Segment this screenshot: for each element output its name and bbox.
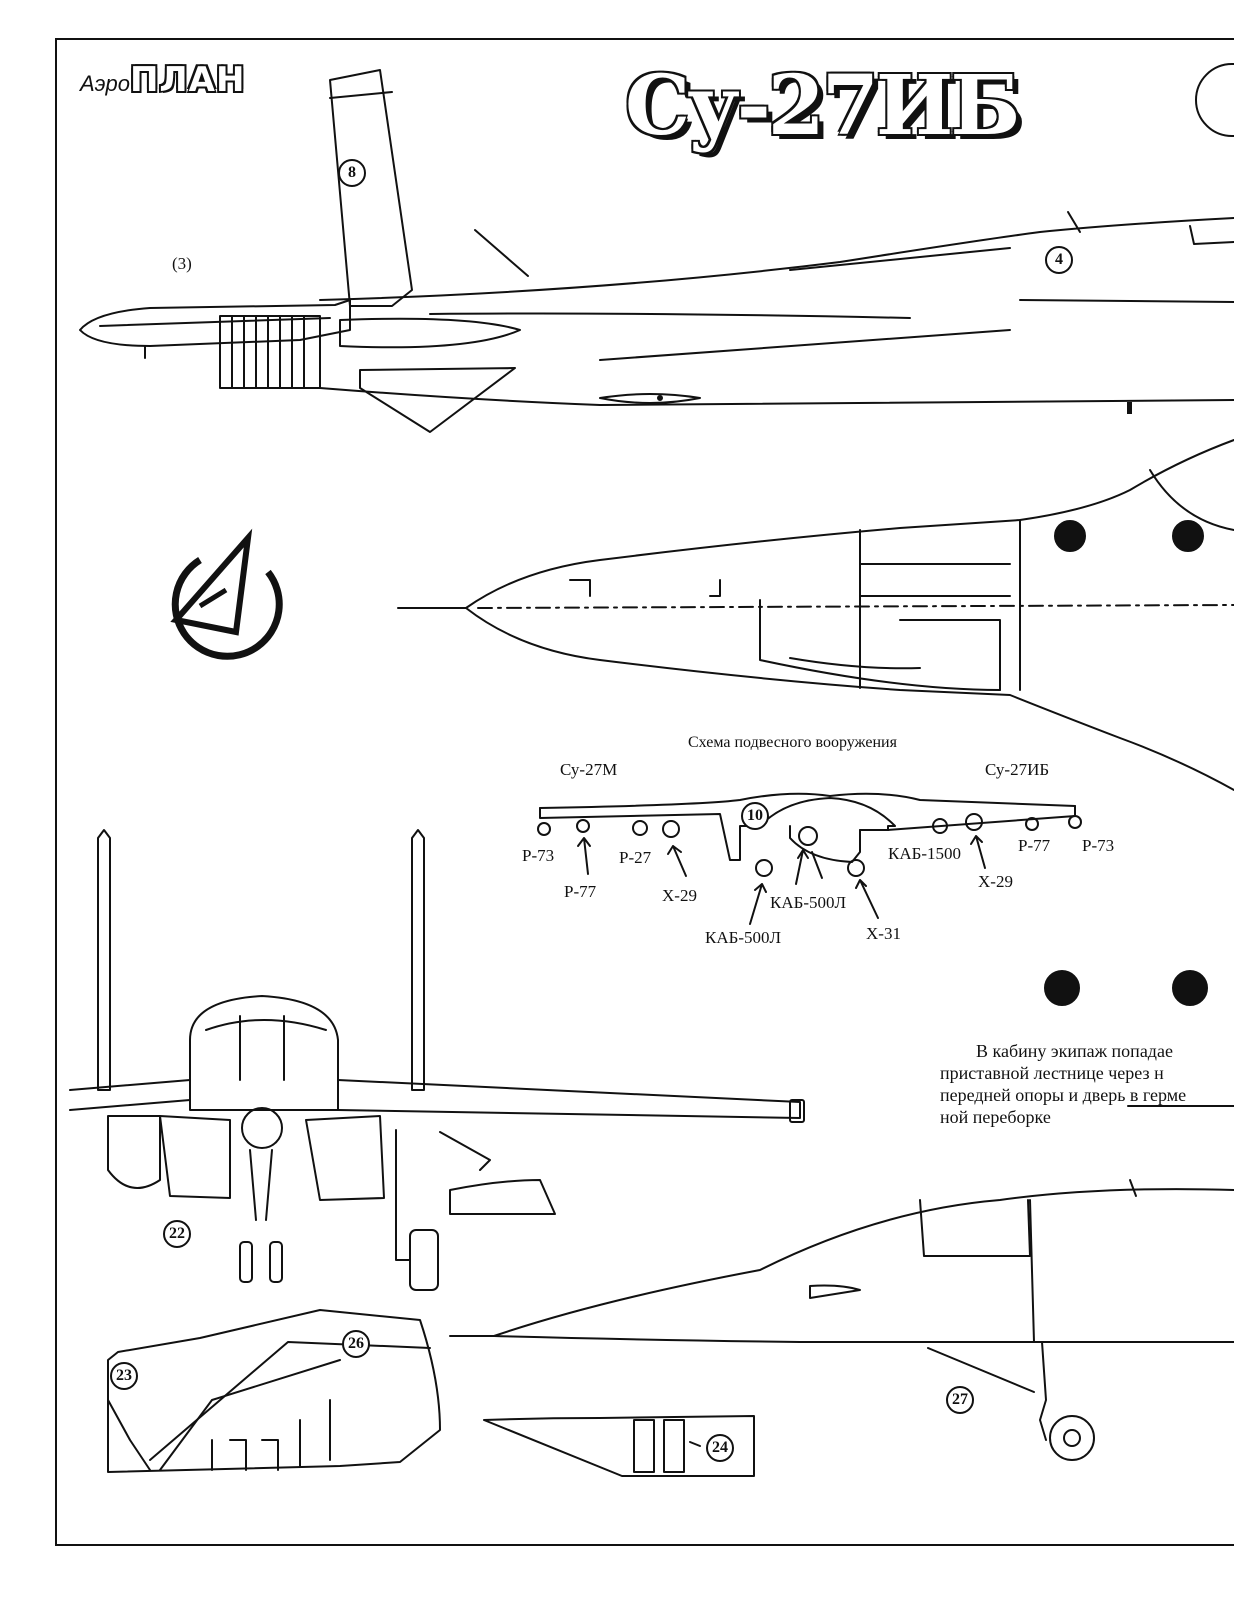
logo-name: ПЛАН — [129, 60, 246, 100]
weapon-label: Р-27 — [619, 848, 652, 867]
marking-dot-2 — [1172, 520, 1204, 552]
marking-dot-1 — [1054, 520, 1086, 552]
weapon-label: КАБ-500Л — [770, 893, 847, 912]
callout-4: 4 — [1045, 246, 1073, 274]
drawing-frame — [55, 38, 1234, 1546]
side-view-nose — [449, 1179, 1234, 1461]
callout-23: 23 — [110, 1362, 138, 1390]
caption-line: ной переборке — [940, 1107, 1051, 1127]
weapon-label: КАБ-1500 — [888, 844, 962, 863]
plan-view-nose — [397, 439, 1234, 791]
aeroplan-logo: АэроПЛАН — [80, 60, 245, 100]
page-title: Су-27ИБ — [625, 58, 1020, 154]
weapon-label: Х-31 — [866, 924, 901, 943]
weapon-label: Р-77 — [564, 882, 597, 901]
weapon-label: КАБ-500Л — [705, 928, 782, 947]
callout-27: 27 — [946, 1386, 974, 1414]
detail-24 — [483, 1415, 755, 1477]
weapon-label: Х-29 — [978, 872, 1013, 891]
variant-right-label: Су-27ИБ — [985, 760, 1050, 779]
caption-line: передней опоры и дверь в герме — [940, 1085, 1187, 1105]
callout-3: (3) — [172, 254, 192, 273]
callout-24: 24 — [706, 1434, 734, 1462]
caption-line: В кабину экипаж попадае — [976, 1041, 1173, 1061]
detail-23-26 — [107, 1309, 441, 1473]
caption-line: приставной лестнице через н — [940, 1063, 1164, 1083]
weapon-label: Х-29 — [662, 886, 697, 905]
logo-prefix: Аэро — [80, 71, 130, 96]
variant-left-label: Су-27М — [560, 760, 618, 779]
weapon-label: Р-73 — [1082, 836, 1115, 855]
corner-badge — [1195, 63, 1234, 137]
weapon-label: Р-77 — [1018, 836, 1051, 855]
marking-dot-3 — [1044, 970, 1080, 1006]
weapons-scheme-title: Схема подвесного вооружения — [688, 734, 897, 751]
callout-22: 22 — [163, 1220, 191, 1248]
front-view — [69, 829, 805, 1291]
weapon-label: Р-73 — [522, 846, 555, 865]
callout-10: 10 — [741, 802, 769, 830]
caption-text: В кабину экипаж попадае приставной лестн… — [940, 1040, 1234, 1128]
callout-26: 26 — [342, 1330, 370, 1358]
marking-dash — [1127, 402, 1132, 414]
callout-8: 8 — [338, 159, 366, 187]
side-view-tail — [79, 69, 1234, 433]
marking-dot-4 — [1172, 970, 1208, 1006]
